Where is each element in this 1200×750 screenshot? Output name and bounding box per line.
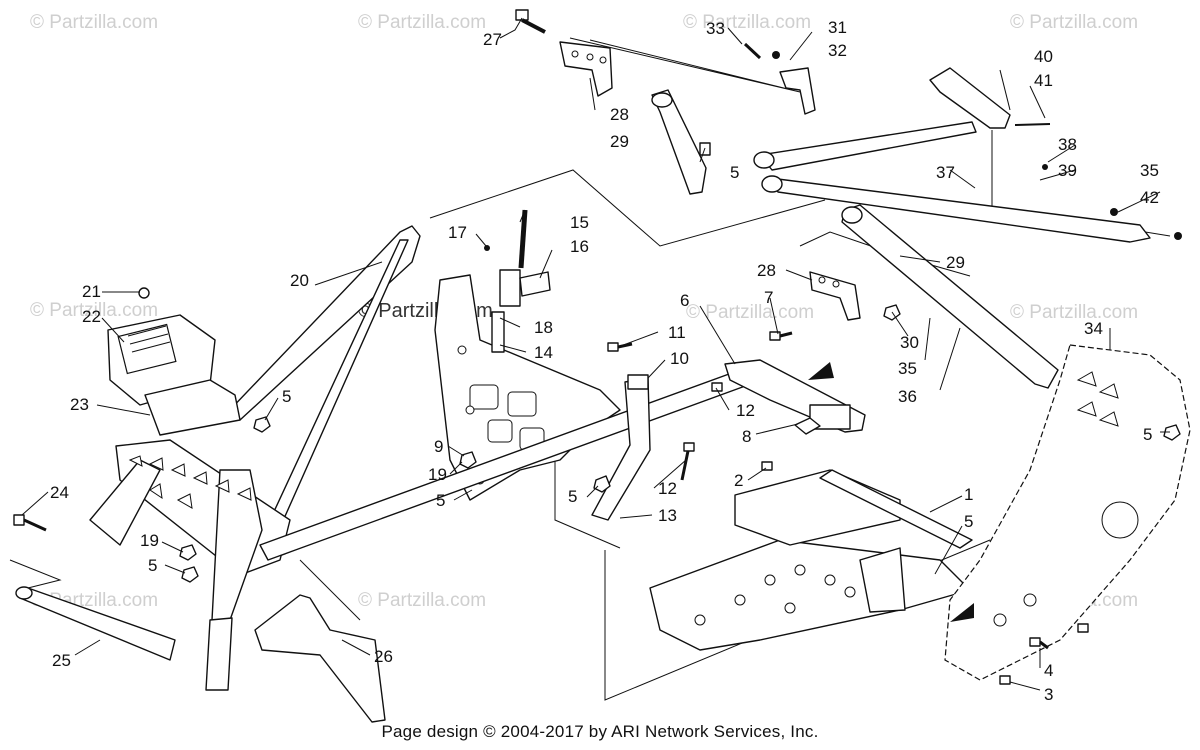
watermark: © Partzilla.com bbox=[686, 302, 815, 323]
bracket-40-41 bbox=[929, 67, 1051, 129]
callout-33: 33 bbox=[706, 19, 725, 38]
shock-mount-15-16 bbox=[484, 209, 551, 353]
callout-5-lower: 5 bbox=[148, 556, 157, 575]
watermark: © Partzilla.com bbox=[358, 12, 487, 33]
bolt-27 bbox=[515, 9, 546, 34]
callout-28: 28 bbox=[610, 105, 629, 124]
callout-19-left: 19 bbox=[140, 531, 159, 550]
callout-10: 10 bbox=[670, 349, 689, 368]
callout-35-mid: 35 bbox=[898, 359, 917, 378]
callout-31: 31 bbox=[828, 18, 847, 37]
footrest-platform-1 bbox=[649, 461, 973, 651]
callout-labels: 27 33 31 32 40 41 28 29 5 37 38 39 35 42… bbox=[50, 18, 1159, 704]
bolts-middle bbox=[593, 331, 793, 493]
callout-26: 26 bbox=[374, 647, 393, 666]
callout-22: 22 bbox=[82, 307, 101, 326]
watermark: © Partzilla.com bbox=[1010, 302, 1139, 323]
callout-29-right: 29 bbox=[946, 253, 965, 272]
watermark: © Partzilla.com bbox=[30, 12, 159, 33]
callout-4: 4 bbox=[1044, 661, 1053, 680]
callout-5-center: 5 bbox=[568, 487, 577, 506]
callout-42: 42 bbox=[1140, 188, 1159, 207]
watermark: © Partzilla.com bbox=[30, 300, 159, 321]
callout-40: 40 bbox=[1034, 47, 1053, 66]
bulkhead-plate-9 bbox=[434, 274, 621, 501]
callout-5-far-right: 5 bbox=[1143, 425, 1152, 444]
strut-29-right bbox=[841, 204, 1059, 389]
callout-30: 30 bbox=[900, 333, 919, 352]
callout-29: 29 bbox=[610, 132, 629, 151]
callout-18: 18 bbox=[534, 318, 553, 337]
front-frame-20 bbox=[89, 225, 421, 691]
callout-6: 6 bbox=[680, 291, 689, 310]
front-arrow-icon bbox=[950, 603, 974, 622]
callout-35: 35 bbox=[1140, 161, 1159, 180]
callout-2: 2 bbox=[734, 471, 743, 490]
callout-13: 13 bbox=[658, 506, 677, 525]
bracket-31-32 bbox=[743, 42, 816, 115]
bracket-6 bbox=[724, 359, 866, 435]
callout-28-mid: 28 bbox=[757, 261, 776, 280]
callout-5: 5 bbox=[730, 163, 739, 182]
callout-15: 15 bbox=[570, 213, 589, 232]
front-arrow-icon bbox=[808, 362, 834, 380]
watermark: © Partzilla.com bbox=[358, 590, 487, 611]
callout-41: 41 bbox=[1034, 71, 1053, 90]
rear-strut-upper bbox=[559, 41, 711, 195]
chassis-plate-right bbox=[944, 344, 1191, 681]
watermark: © Partzilla.com bbox=[683, 12, 812, 33]
bolts-3-4 bbox=[999, 623, 1089, 685]
bracket-28-mid bbox=[809, 271, 901, 321]
callout-38: 38 bbox=[1058, 135, 1077, 154]
callout-27: 27 bbox=[483, 30, 502, 49]
cover-26 bbox=[254, 594, 386, 723]
callout-19-mid: 19 bbox=[428, 465, 447, 484]
callout-5-left: 5 bbox=[282, 387, 291, 406]
callout-39: 39 bbox=[1058, 161, 1077, 180]
callout-12-upper: 12 bbox=[736, 401, 755, 420]
callout-20: 20 bbox=[290, 271, 309, 290]
fasteners-left bbox=[13, 416, 271, 583]
callout-21: 21 bbox=[82, 282, 101, 301]
callout-24: 24 bbox=[50, 483, 69, 502]
copyright-footer: Page design © 2004-2017 by ARI Network S… bbox=[381, 722, 819, 741]
frame-cutouts bbox=[128, 455, 252, 509]
callout-23: 23 bbox=[70, 395, 89, 414]
ecu-box-22-23 bbox=[107, 287, 241, 436]
callout-25: 25 bbox=[52, 651, 71, 670]
callout-7: 7 bbox=[764, 288, 773, 307]
a-arm-37 bbox=[753, 121, 1182, 243]
callout-5-mid: 5 bbox=[436, 491, 445, 510]
callout-34: 34 bbox=[1084, 319, 1103, 338]
callout-17: 17 bbox=[448, 223, 467, 242]
callout-14: 14 bbox=[534, 343, 553, 362]
callout-leaders bbox=[21, 17, 1170, 691]
callout-37: 37 bbox=[936, 163, 955, 182]
callout-16: 16 bbox=[570, 237, 589, 256]
callout-5-right: 5 bbox=[964, 512, 973, 531]
tube-25 bbox=[15, 586, 176, 661]
callout-8: 8 bbox=[742, 427, 751, 446]
callout-9: 9 bbox=[434, 437, 443, 456]
callout-3: 3 bbox=[1044, 685, 1053, 704]
watermark: © Partzilla.com bbox=[1010, 12, 1139, 33]
callout-1: 1 bbox=[964, 485, 973, 504]
callout-11: 11 bbox=[668, 323, 686, 342]
callout-36: 36 bbox=[898, 387, 917, 406]
callout-32: 32 bbox=[828, 41, 847, 60]
callout-12-lower: 12 bbox=[658, 479, 677, 498]
